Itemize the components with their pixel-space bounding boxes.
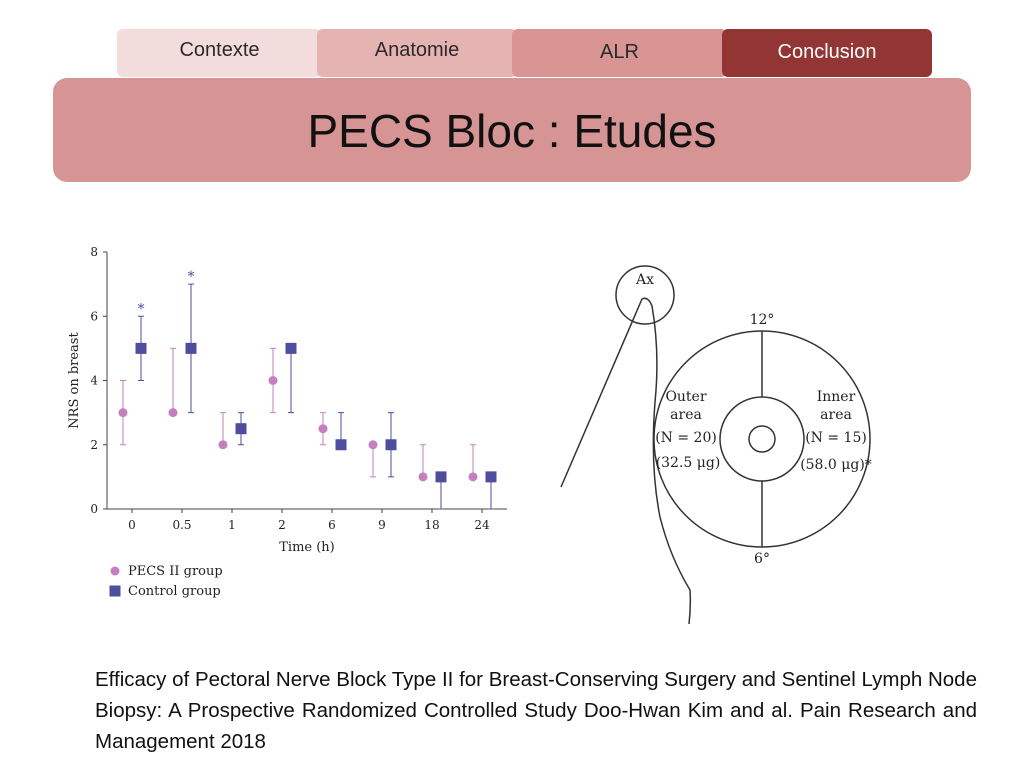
control-group-point <box>285 342 297 354</box>
tab-contexte[interactable]: Contexte <box>117 29 322 77</box>
control-group-point <box>385 439 397 451</box>
axilla-circle <box>615 265 675 325</box>
y-axis-title: NRS on breast <box>67 332 82 429</box>
legend-label: PECS II group <box>128 564 223 579</box>
y-tick-label: 2 <box>90 438 98 452</box>
x-tick-label: 6 <box>328 518 336 532</box>
inner-area-n: (N = 15) <box>805 430 867 446</box>
outer-area-line2: area <box>670 407 702 423</box>
slide-title: PECS Bloc : Etudes <box>307 105 717 157</box>
ax-label: Ax <box>635 272 654 288</box>
pecs-ii-group-point <box>118 408 128 418</box>
label-6: 6° <box>754 551 770 567</box>
breast-middle-circle <box>719 396 805 482</box>
label-12: 12° <box>750 312 775 328</box>
control-group-point <box>485 471 497 483</box>
x-tick-label: 0.5 <box>172 518 191 532</box>
x-tick-label: 1 <box>228 518 236 532</box>
pecs-ii-group-point <box>218 440 228 450</box>
y-tick-label: 4 <box>90 374 98 388</box>
pecs-ii-group-point <box>318 424 328 434</box>
y-tick-label: 8 <box>90 245 98 259</box>
x-axis-title: Time (h) <box>279 540 335 555</box>
pecs-ii-group-point <box>468 472 478 482</box>
control-group-point <box>235 423 247 435</box>
section-tabs: Contexte Anatomie ALR Conclusion <box>117 29 932 77</box>
control-group-point <box>135 342 147 354</box>
significance-marker: * <box>138 301 145 317</box>
control-group-point <box>335 439 347 451</box>
control-group-point <box>435 471 447 483</box>
tab-alr[interactable]: ALR <box>512 29 727 77</box>
legend-square-marker <box>109 585 121 597</box>
outer-area-n: (N = 20) <box>655 430 717 446</box>
outer-area-line1: Outer <box>665 389 706 405</box>
x-tick-label: 2 <box>278 518 286 532</box>
significance-marker: * <box>188 269 195 285</box>
y-tick-label: 6 <box>90 309 98 323</box>
nipple-circle <box>748 425 776 453</box>
legend-circle-marker <box>110 566 120 576</box>
y-tick-label: 0 <box>90 502 98 516</box>
x-tick-label: 24 <box>474 518 490 532</box>
x-tick-label: 9 <box>378 518 386 532</box>
reference-caption: Efficacy of Pectoral Nerve Block Type II… <box>95 668 977 753</box>
tab-anatomie[interactable]: Anatomie <box>317 29 517 77</box>
x-tick-label: 18 <box>424 518 439 532</box>
pecs-ii-group-point <box>168 408 178 418</box>
title-banner: PECS Bloc : Etudes <box>53 78 971 182</box>
control-group-point <box>185 342 197 354</box>
body-contour <box>560 297 692 625</box>
tab-conclusion[interactable]: Conclusion <box>722 29 932 77</box>
legend-label: Control group <box>128 584 221 599</box>
x-tick-label: 0 <box>128 518 136 532</box>
inner-area-line1: Inner <box>817 389 856 405</box>
pecs-ii-group-point <box>268 376 278 385</box>
inner-area-line2: area <box>820 407 852 423</box>
outer-area-dose: (32.5 μg) <box>656 455 721 471</box>
pecs-ii-group-point <box>418 472 428 482</box>
inner-area-dose: (58.0 μg)* <box>800 457 872 473</box>
pecs-ii-group-point <box>368 440 378 450</box>
breast-diagram: Ax 12° 6° Outer area (N = 20) (32.5 μg) … <box>560 265 872 625</box>
